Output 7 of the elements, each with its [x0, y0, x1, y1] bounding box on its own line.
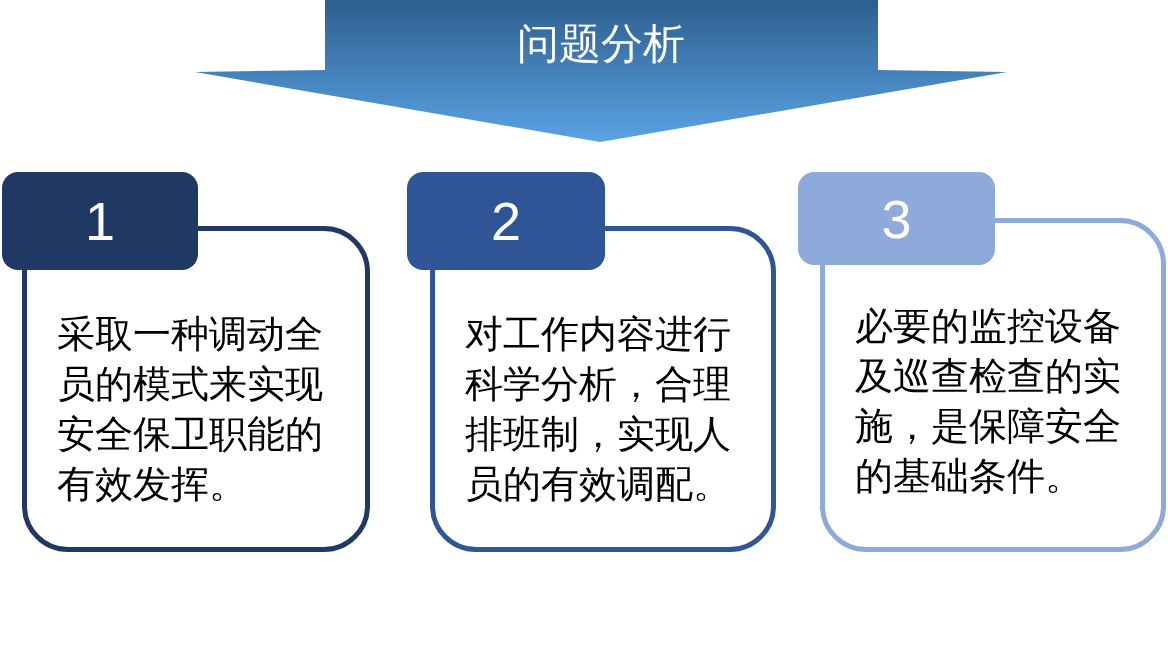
number-tab: 2 — [407, 172, 605, 270]
number-tab: 3 — [798, 172, 995, 265]
card-text: 必要的监控设备及巡查检查的实施，是保障安全的基础条件。 — [855, 303, 1122, 500]
number-tab: 1 — [2, 172, 198, 270]
card-text: 采取一种调动全员的模式来实现安全保卫职能的有效发挥。 — [57, 311, 324, 508]
title-text: 问题分析 — [516, 18, 686, 70]
card-text: 对工作内容进行科学分析，合理排班制，实现人员的有效调配。 — [465, 311, 732, 508]
